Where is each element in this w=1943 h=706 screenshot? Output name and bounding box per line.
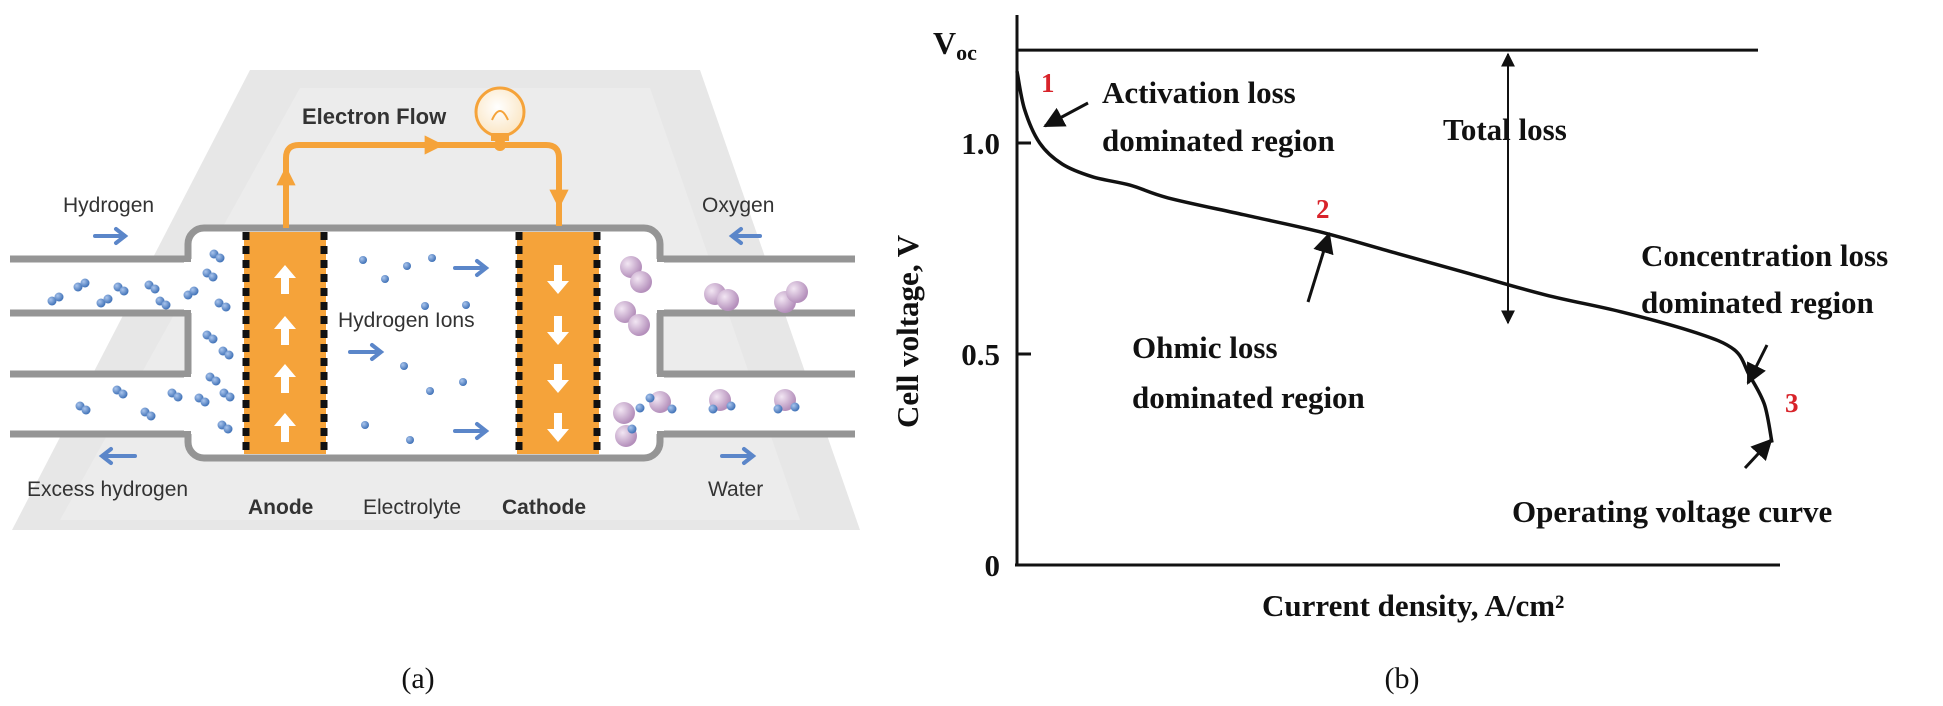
ion-arrow-2: [348, 343, 385, 361]
region-marker-3: 3: [1785, 388, 1799, 418]
hydrogen-in-arrow: [93, 227, 129, 245]
electron-flow-label: Electron Flow: [302, 104, 447, 129]
hydrogen-label: Hydrogen: [63, 194, 154, 217]
oxygen-inlet-pipe: [655, 255, 855, 317]
y-tick-labels: 0 0.5 1.0: [961, 126, 1031, 583]
ohmic-label-line1: Ohmic loss: [1132, 330, 1278, 365]
hydrogen-particles: [47, 249, 470, 444]
hydrogen-ions-label: Hydrogen Ions: [338, 309, 475, 332]
oxygen-particles: [613, 256, 808, 447]
fuel-cell-schematic: Electron Flow Hydrogen Oxygen Hydrogen I…: [10, 70, 860, 530]
ohmic-label-line2: dominated region: [1132, 380, 1365, 415]
total-loss-label: Total loss: [1443, 112, 1567, 147]
oxygen-label: Oxygen: [702, 194, 774, 217]
svg-text:Voc: Voc: [933, 25, 977, 65]
y-tick-label: 0: [985, 548, 1001, 583]
anode-label: Anode: [248, 496, 313, 519]
hydrogen-outlet-pipe: [10, 370, 195, 438]
panel-a-caption: (a): [401, 662, 434, 695]
water-outlet-pipe: [655, 370, 855, 438]
activation-pointer: [1043, 101, 1089, 128]
cathode-electrode: [515, 232, 601, 454]
concentration-label-line2: dominated region: [1641, 285, 1874, 320]
electron-flow-circuit: [276, 135, 569, 228]
y-tick-label: 0.5: [961, 337, 1000, 372]
activation-label-line1: Activation loss: [1102, 75, 1296, 110]
x-axis-label: Current density, A/cm²: [1262, 588, 1564, 623]
ion-arrow-3: [453, 422, 490, 440]
light-bulb-icon: [474, 86, 526, 151]
panel-b-caption: (b): [1385, 662, 1420, 695]
ion-arrow-1: [453, 259, 490, 277]
ohmic-pointer: [1306, 231, 1334, 303]
operating-curve-label: Operating voltage curve: [1512, 494, 1832, 529]
cathode-label: Cathode: [502, 496, 586, 519]
operating-pointer: [1743, 438, 1773, 470]
water-label: Water: [708, 478, 763, 501]
anode-electrode: [242, 232, 328, 454]
water-out-arrow: [720, 447, 757, 465]
operating-voltage-curve: [1015, 70, 1774, 443]
activation-label-line2: dominated region: [1102, 123, 1335, 158]
region-marker-2: 2: [1316, 194, 1330, 224]
concentration-pointer: [1746, 344, 1769, 385]
electrolyte-label: Electrolyte: [363, 496, 461, 519]
polarization-chart: 0 0.5 1.0 Voc 1 2 3 Activation loss domina…: [890, 15, 1888, 623]
excess-hydrogen-label: Excess hydrogen: [27, 478, 188, 501]
oxygen-in-arrow: [728, 227, 762, 245]
voc-symbol: V: [933, 25, 956, 61]
voc-label: Voc: [933, 25, 977, 65]
voc-subscript: oc: [956, 40, 977, 65]
concentration-label-line1: Concentration loss: [1641, 238, 1888, 273]
excess-hydrogen-arrow: [98, 447, 137, 465]
y-tick-label: 1.0: [961, 126, 1000, 161]
flow-arrows: [93, 227, 762, 465]
y-axis-label: Cell voltage, V: [890, 234, 925, 428]
pointer-arrows: [1043, 101, 1773, 470]
region-marker-1: 1: [1041, 68, 1055, 98]
